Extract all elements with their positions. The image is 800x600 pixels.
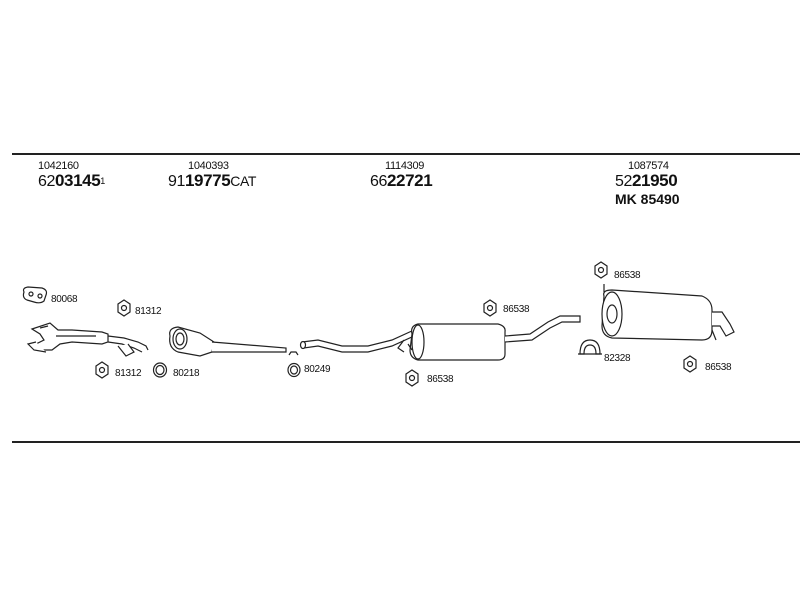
front-pipe-part-prefix: 62 — [38, 173, 55, 190]
part-label-80249: 80249 — [304, 364, 331, 375]
front-pipe-part-sup: 1 — [100, 176, 105, 186]
rear-silencer-part-prefix: 52 — [615, 173, 632, 190]
part-label-82328: 82328 — [604, 353, 631, 364]
part-label-86538-center-top: 86538 — [503, 304, 530, 315]
rubber-mount-center-top-icon — [483, 299, 497, 317]
catalyst-part-prefix: 91 — [168, 173, 185, 190]
rear-silencer-part-main: 21950 — [632, 171, 678, 190]
center-silencer-part-number: 6622721 — [370, 171, 433, 191]
rubber-mount-icon — [117, 299, 131, 317]
rubber-mount-lower-icon — [95, 361, 109, 379]
catalyst-ref-number: 1040393 — [188, 160, 229, 172]
bottom-divider-line — [12, 441, 800, 443]
front-pipe-part-number: 62031451 — [38, 172, 105, 191]
part-label-86538-rear-bottom: 86538 — [705, 362, 732, 373]
rear-silencer-ref-number: 1087574 — [628, 160, 669, 172]
center-silencer-ref-number: 1114309 — [385, 160, 425, 172]
catalytic-converter-icon — [169, 326, 287, 357]
ring-icon — [152, 362, 168, 378]
front-pipe-icon — [26, 322, 149, 357]
part-label-80068: 80068 — [51, 294, 78, 305]
gasket-icon — [22, 286, 48, 304]
rubber-mount-center-bottom-icon — [405, 369, 419, 387]
top-divider-line — [12, 153, 800, 155]
part-label-81312-lower: 81312 — [115, 368, 142, 379]
catalyst-part-main: 19775 — [185, 171, 231, 190]
front-pipe-header: 1042160 62031451 — [38, 160, 105, 191]
rear-silencer-part-number: 5221950 — [615, 172, 680, 191]
clamp-icon — [578, 339, 602, 355]
mid-pipe-icon — [299, 329, 415, 353]
rubber-mount-rear-bottom-icon — [683, 355, 697, 373]
front-pipe-part-main: 03145 — [55, 171, 101, 190]
center-silencer-header: 1114309 6622721 — [370, 160, 433, 191]
rear-silencer-header: 1087574 5221950 MK 85490 — [615, 160, 680, 207]
part-label-86538-center-bottom: 86538 — [427, 374, 454, 385]
rubber-mount-rear-top-icon — [594, 261, 608, 279]
part-label-81312-upper: 81312 — [135, 306, 162, 317]
center-silencer-part-prefix: 66 — [370, 173, 387, 190]
part-label-80218: 80218 — [173, 368, 200, 379]
catalyst-part-number: 9119775CAT — [168, 172, 256, 191]
front-pipe-ref-number: 1042160 — [38, 160, 79, 172]
center-silencer-part-main: 22721 — [387, 171, 433, 190]
mounting-kit-number: MK 85490 — [615, 191, 680, 207]
catalyst-part-suffix: CAT — [230, 173, 257, 189]
ring-mid-icon — [287, 351, 301, 378]
catalyst-header: 1040393 9119775CAT — [168, 160, 256, 191]
part-label-86538-rear-top: 86538 — [614, 270, 641, 281]
rear-silencer-icon — [601, 284, 735, 341]
center-silencer-icon — [397, 315, 581, 361]
